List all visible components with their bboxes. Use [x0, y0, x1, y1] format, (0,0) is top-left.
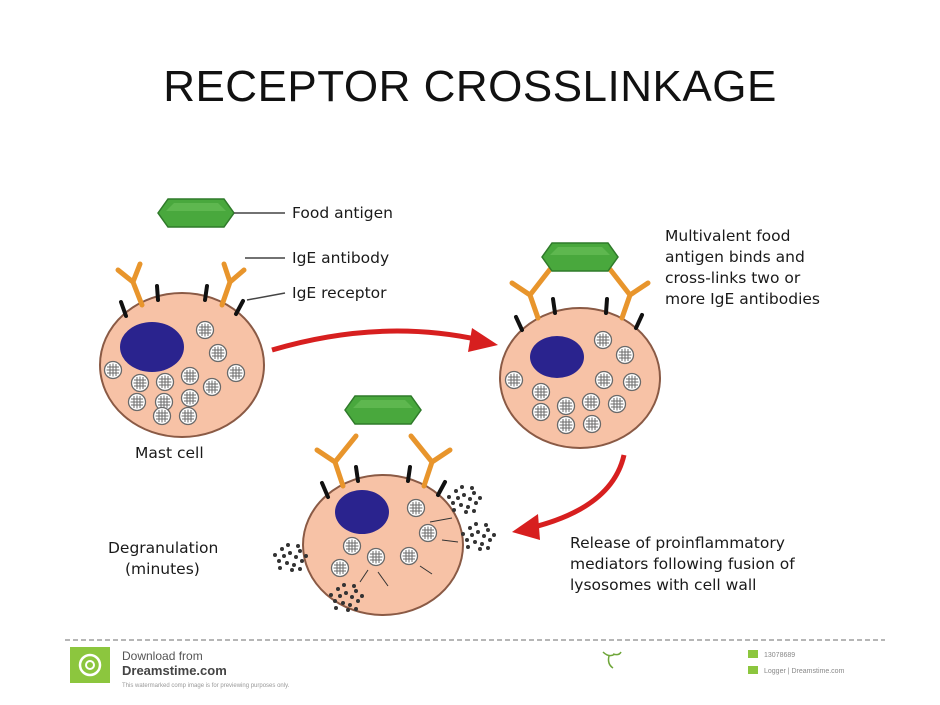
ige-antibodies [115, 261, 247, 308]
svg-text:Multivalent food: Multivalent food [665, 227, 791, 245]
fusion-arrows [359, 517, 459, 587]
download-from-text: Download from [122, 649, 203, 663]
page-title: RECEPTOR CROSSLINKAGE [163, 62, 777, 111]
dreamstime-logo-icon [70, 647, 110, 683]
svg-text:antigen binds and: antigen binds and [665, 248, 805, 266]
svg-text:more IgE antibodies: more IgE antibodies [665, 290, 820, 308]
scissors-icon [602, 651, 622, 669]
degranulation-label: Degranulation (minutes) [108, 539, 218, 578]
mast-cell-label: Mast cell [135, 444, 204, 462]
ige-receptor-label: IgE receptor [292, 284, 387, 302]
arrow-right [271, 328, 481, 353]
id-icon [748, 650, 758, 658]
svg-text:Release of proinflammatory: Release of proinflammatory [570, 534, 785, 552]
svg-text:mediators following fusion of: mediators following fusion of [570, 555, 795, 573]
dreamstime-site-text: Dreamstime.com [122, 663, 227, 678]
crosslinked-antibodies [509, 265, 651, 321]
credit-icon [748, 666, 758, 674]
bound-antigen-icon-2 [344, 395, 422, 425]
svg-text:lysosomes with cell wall: lysosomes with cell wall [570, 576, 756, 594]
arrow-down-left [529, 454, 627, 531]
release-description: Release of proinflammatory mediators fol… [570, 534, 795, 594]
bound-antigen-icon [541, 242, 619, 272]
food-antigen-legend-icon [157, 198, 235, 228]
image-credit: Logger | Dreamstime.com [764, 668, 845, 675]
svg-text:Degranulation: Degranulation [108, 539, 218, 557]
arrow-down-left-head [512, 514, 540, 540]
arrow-right-head [468, 328, 498, 352]
mast-cell: Mast cell [99, 261, 265, 462]
svg-text:cross-links two or: cross-links two or [665, 269, 801, 287]
ige-receptors [119, 284, 245, 318]
crosslinked-cell: Multivalent food antigen binds and cross… [499, 227, 820, 449]
image-id: 13078689 [764, 652, 795, 659]
legend: Food antigen IgE antibody IgE receptor [157, 198, 393, 302]
svg-text:(minutes): (minutes) [125, 560, 200, 578]
watermark-footer: Download from Dreamstime.com This waterm… [65, 639, 885, 689]
watermark-note: This watermarked comp image is for previ… [122, 683, 290, 689]
food-antigen-label: Food antigen [292, 204, 393, 222]
multivalent-description: Multivalent food antigen binds and cross… [665, 227, 820, 308]
ige-antibody-label: IgE antibody [292, 249, 389, 267]
nucleus [120, 322, 184, 372]
degranulating-cell: Degranulation (minutes) Release of proin… [108, 395, 795, 616]
